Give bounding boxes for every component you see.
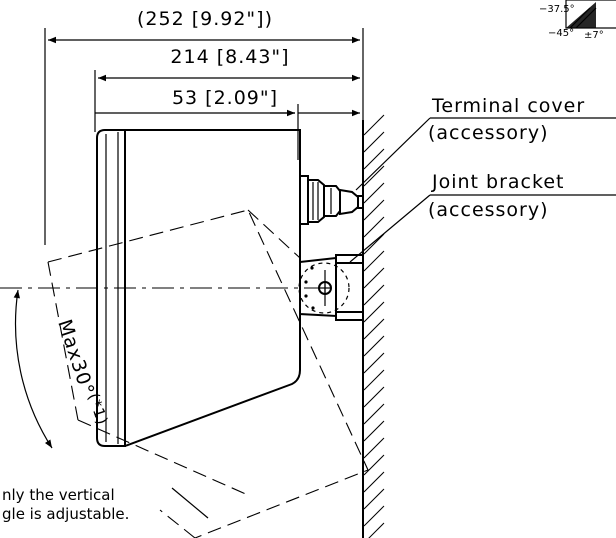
terminal-cover-label: Terminal cover — [431, 95, 585, 117]
joint-bracket-label: Joint bracket — [431, 171, 564, 193]
wall-hatch-line — [363, 369, 385, 391]
tilt-angle-label: Max30°(*1) — [53, 316, 111, 430]
wall-hatch-line — [363, 267, 385, 289]
dimension-body-depth-label: 214 [8.43"] — [170, 46, 289, 68]
wall-hatch-line — [363, 420, 385, 442]
callout-terminal-cover: Terminal cover (accessory) — [355, 95, 616, 191]
callout-joint-bracket: Joint bracket (accessory) — [349, 171, 616, 263]
wall-hatch-line — [363, 131, 385, 153]
wall-hatch-line — [363, 488, 385, 510]
wall-hatch-line — [368, 522, 385, 538]
wall-hatch-line — [363, 301, 385, 323]
wall-hatch-line — [363, 386, 385, 408]
wall-hatch-line — [363, 250, 385, 272]
dimension-terminal-offset-label: 53 [2.09"] — [172, 87, 278, 109]
wall-hatch-line — [363, 318, 385, 340]
wall-hatch-line — [363, 403, 385, 425]
dimension-overall-label: (252 [9.92"]) — [137, 8, 273, 30]
corner-label-a: −37.5° — [539, 4, 575, 15]
wall-hatch-line — [363, 335, 385, 357]
footnote-line1: nly the vertical — [2, 486, 115, 504]
corner-label-c: ±7° — [584, 30, 604, 41]
dimension-terminal-offset: 53 [2.09"] — [95, 87, 360, 160]
dimension-body-depth: 214 [8.43"] — [94, 46, 360, 132]
wall-hatch-line — [363, 471, 385, 493]
wall — [362, 114, 385, 538]
wall-hatch-line — [363, 284, 385, 306]
wall-hatch-line — [363, 148, 385, 170]
dimension-overall: (252 [9.92"]) — [44, 8, 364, 245]
footnote: nly the vertical gle is adjustable. — [2, 486, 209, 523]
wall-hatch-line — [363, 216, 385, 238]
joint-bracket-sub: (accessory) — [428, 199, 549, 221]
wall-hatch-line — [363, 454, 385, 476]
wall-hatch-line — [363, 165, 385, 187]
tilted-housing-outline — [47, 209, 369, 538]
footnote-line2: gle is adjustable. — [2, 505, 129, 523]
wall-hatch-line — [363, 352, 385, 374]
wall-hatch-line — [363, 505, 385, 527]
wall-hatch-line — [363, 437, 385, 459]
wall-hatch-line — [363, 233, 385, 255]
wall-hatch-line — [363, 114, 385, 136]
wall-hatch-line — [363, 182, 385, 204]
corner-label-b: −45° — [548, 28, 574, 39]
terminal-cover-sub: (accessory) — [428, 122, 549, 144]
wall-hatch-line — [363, 199, 385, 221]
corner-detail: −37.5° −45° ±7° — [539, 0, 616, 41]
joint-bracket — [298, 254, 364, 321]
terminal-cover — [299, 175, 364, 225]
